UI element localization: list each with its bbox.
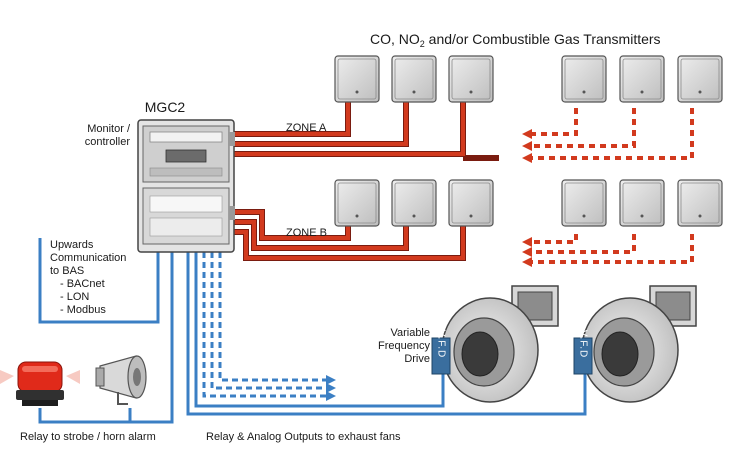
transmitter-zone-a-3	[448, 55, 494, 103]
vfd-box-1	[431, 337, 451, 375]
outputs-caption: Relay & Analog Outputs to exhaust fans	[206, 431, 401, 443]
strobe-alarm	[0, 361, 80, 406]
transmitter-zone-a-2	[391, 55, 437, 103]
expansion-arrowheads	[522, 129, 532, 267]
bas-protocol-lon: - LON	[60, 291, 89, 303]
bas-line1: Upwards	[50, 239, 94, 251]
transmitter-expansion-bottom-2	[619, 179, 665, 227]
controller-model-label: MGC2	[145, 99, 186, 115]
exhaust-fan-1: V.F.D	[431, 285, 559, 403]
transmitter-expansion-top-3	[677, 55, 723, 103]
diagram-title: CO, NO2 and/or Combustible Gas Transmitt…	[370, 31, 661, 49]
controller-display	[165, 149, 207, 163]
vfd-label-line1: Variable	[390, 327, 430, 339]
transmitter-zone-b-2	[391, 179, 437, 227]
zone-b-wiring	[232, 209, 466, 261]
transmitter-expansion-bottom-1	[561, 179, 607, 227]
zone-a-label: ZONE A	[286, 122, 327, 134]
output-arrowheads	[326, 375, 336, 401]
transmitter-zone-b-3	[448, 179, 494, 227]
transmitter-expansion-bottom-3	[677, 179, 723, 227]
controller-role-line2: controller	[85, 136, 131, 148]
horn-alarm	[95, 355, 147, 405]
vfd-label-line2: Frequency	[378, 340, 430, 352]
mgc2-controller	[137, 119, 235, 253]
transmitter-expansion-top-1	[561, 55, 607, 103]
expansion-wiring-top	[530, 108, 694, 160]
vfd-label-line3: Drive	[404, 353, 430, 365]
transmitter-zone-a-1	[334, 55, 380, 103]
vfd-box-2	[573, 337, 593, 375]
transmitter-expansion-top-2	[619, 55, 665, 103]
vfd-tag-2: V.F.D	[578, 330, 589, 359]
transmitter-zone-b-1	[334, 179, 380, 227]
zone-a-wiring	[229, 97, 499, 161]
fan-output-wiring	[186, 252, 587, 416]
bas-protocol-modbus: - Modbus	[60, 304, 106, 316]
vfd-tag-1: V.F.D	[436, 330, 447, 359]
bas-line3: to BAS	[50, 265, 84, 277]
bas-comm-wire	[38, 238, 160, 324]
bas-line2: Communication	[50, 252, 126, 264]
alarm-relay-wire	[38, 248, 174, 424]
alarm-caption: Relay to strobe / horn alarm	[20, 431, 156, 443]
exhaust-fan-2: V.F.D	[573, 285, 697, 403]
controller-role-line1: Monitor /	[87, 123, 131, 135]
bas-protocol-bacnet: - BACnet	[60, 278, 105, 290]
fan-output-wiring-dashed	[202, 252, 328, 398]
zone-b-label: ZONE B	[286, 227, 327, 239]
expansion-wiring-bottom	[530, 234, 694, 264]
